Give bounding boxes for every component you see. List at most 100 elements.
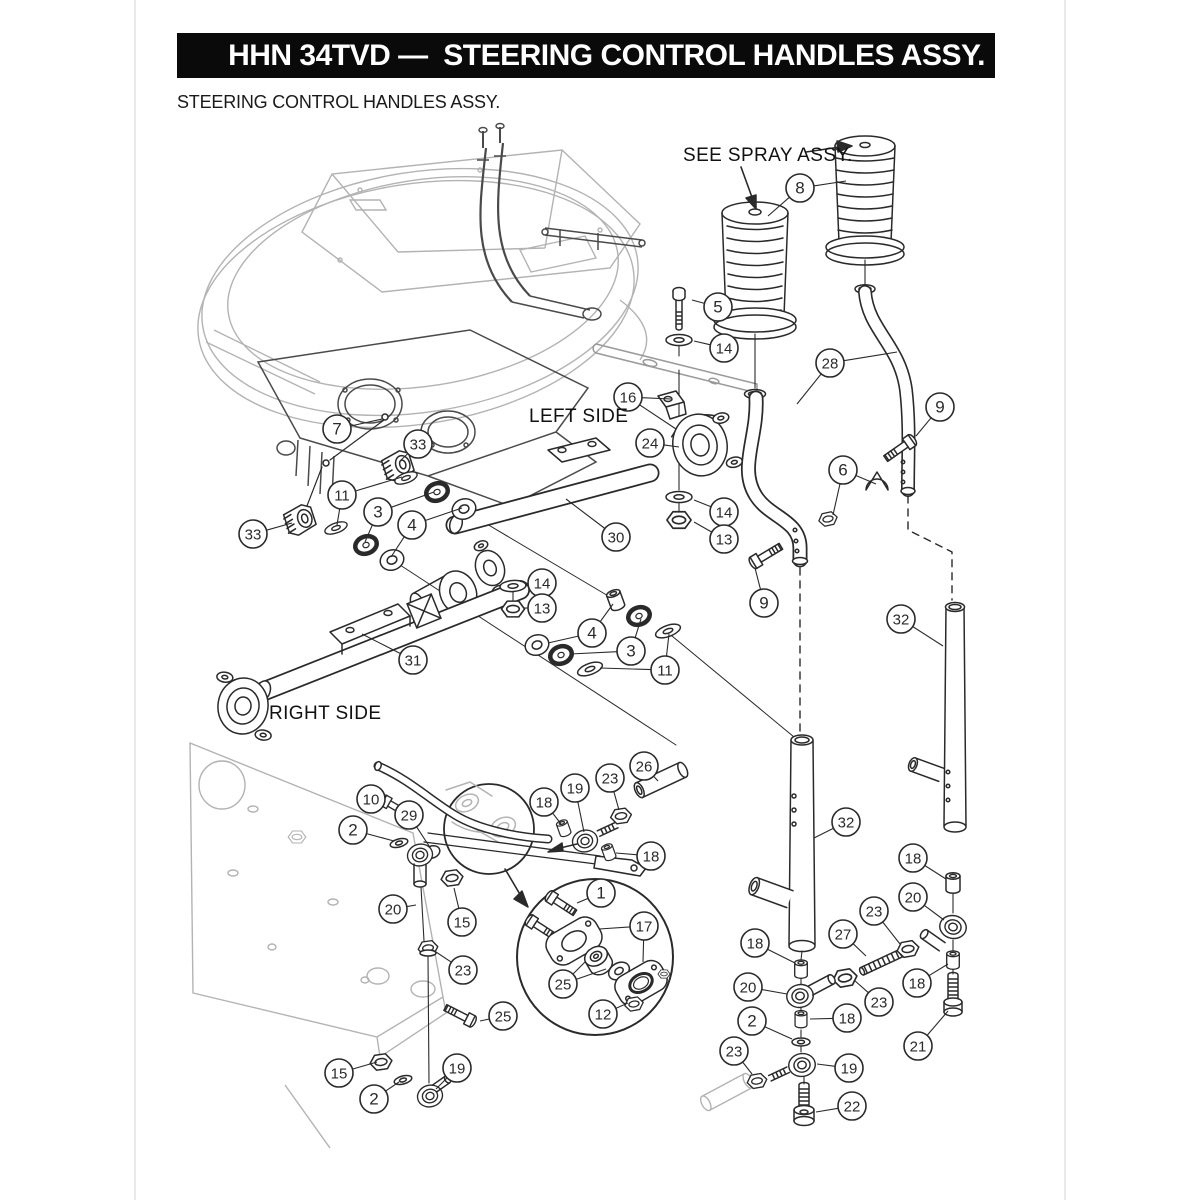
page-subtitle: STEERING CONTROL HANDLES ASSY.	[177, 92, 501, 112]
svg-text:6: 6	[838, 461, 847, 480]
svg-text:26: 26	[636, 759, 653, 776]
callout-23: 23	[853, 979, 894, 1017]
svg-text:31: 31	[405, 653, 422, 670]
tube-32-left	[748, 734, 816, 953]
callout-18: 18	[740, 928, 796, 964]
callout-18: 18	[615, 841, 666, 871]
callout-20: 20	[378, 894, 417, 924]
callout-3: 3	[569, 618, 646, 666]
callout-13: 13	[693, 521, 739, 554]
svg-text:3: 3	[626, 642, 635, 661]
svg-text:23: 23	[455, 963, 472, 980]
svg-text:18: 18	[747, 936, 764, 953]
callout-12: 12	[588, 999, 629, 1029]
callout-32: 32	[813, 807, 861, 839]
svg-text:32: 32	[838, 815, 855, 832]
svg-text:15: 15	[454, 915, 471, 932]
svg-text:18: 18	[909, 976, 926, 993]
svg-text:22: 22	[844, 1099, 861, 1116]
svg-text:2: 2	[369, 1090, 378, 1109]
callout-20: 20	[733, 972, 788, 1002]
bolt-22	[793, 1081, 815, 1127]
callout-22: 22	[815, 1091, 867, 1121]
callout-5: 5	[691, 292, 733, 322]
svg-text:4: 4	[587, 624, 596, 643]
callout-13: 13	[524, 593, 557, 623]
svg-text:27: 27	[835, 927, 852, 944]
callout-2: 2	[359, 1081, 400, 1114]
svg-text:7: 7	[332, 420, 341, 439]
svg-text:4: 4	[407, 516, 416, 535]
page-title: HHN 34TVD — STEERING CONTROL HANDLES ASS…	[177, 33, 995, 78]
svg-text:16: 16	[620, 390, 637, 407]
svg-text:9: 9	[935, 398, 944, 417]
callout-23: 23	[719, 1036, 753, 1075]
svg-text:3: 3	[373, 503, 382, 522]
callout-18: 18	[809, 1003, 862, 1033]
label-see-spray-assy: SEE SPRAY ASSY.	[683, 145, 853, 166]
callout-26: 26	[629, 751, 659, 782]
callout-15: 15	[447, 887, 477, 937]
svg-text:18: 18	[905, 851, 922, 868]
callout-33: 33	[399, 429, 433, 462]
callout-3: 3	[363, 491, 435, 543]
svg-text:23: 23	[871, 995, 888, 1012]
grip-left	[713, 201, 797, 400]
callout-14: 14	[693, 497, 739, 527]
callout-15: 15	[324, 1058, 378, 1088]
callout-4: 4	[547, 603, 614, 648]
callout-19: 19	[560, 773, 590, 833]
callout-4: 4	[390, 507, 463, 558]
bearing-31	[216, 671, 272, 741]
svg-text:13: 13	[534, 601, 551, 618]
svg-text:11: 11	[334, 488, 350, 505]
svg-text:10: 10	[363, 792, 380, 809]
svg-text:23: 23	[866, 904, 883, 921]
svg-text:33: 33	[245, 527, 262, 544]
callout-2: 2	[737, 1006, 793, 1040]
callout-28: 28	[796, 348, 898, 405]
svg-text:19: 19	[449, 1061, 466, 1078]
svg-text:20: 20	[905, 890, 922, 907]
svg-text:19: 19	[841, 1061, 858, 1078]
callout-10: 10	[356, 784, 386, 814]
pointer-arrows	[504, 140, 853, 908]
tube-26	[633, 761, 689, 799]
svg-text:19: 19	[567, 781, 584, 798]
callout-31: 31	[361, 633, 428, 675]
svg-text:18: 18	[643, 849, 660, 866]
svg-text:33: 33	[410, 437, 427, 454]
bolt-5	[672, 286, 686, 331]
callout-6: 6	[828, 455, 877, 516]
svg-text:13: 13	[716, 532, 733, 549]
callout-9: 9	[749, 567, 779, 618]
callout-32: 32	[886, 604, 944, 647]
callout-23: 23	[859, 896, 901, 945]
plug-6	[865, 471, 889, 491]
flange-17a	[545, 916, 603, 966]
tube-32-right	[907, 601, 967, 833]
svg-text:15: 15	[331, 1066, 348, 1083]
svg-text:18: 18	[536, 795, 553, 812]
svg-text:2: 2	[348, 821, 357, 840]
callout-23: 23	[432, 949, 478, 985]
callout-21: 21	[903, 1010, 949, 1061]
machine-overview	[189, 149, 755, 1149]
svg-text:25: 25	[555, 977, 572, 994]
callout-29: 29	[394, 800, 432, 850]
svg-text:18: 18	[839, 1011, 856, 1028]
svg-text:17: 17	[636, 919, 653, 936]
svg-text:14: 14	[716, 341, 733, 358]
callout-25: 25	[548, 961, 607, 999]
chassis-plate	[189, 741, 447, 1149]
svg-text:30: 30	[608, 530, 625, 547]
bracket-16	[657, 390, 687, 420]
svg-text:25: 25	[495, 1009, 512, 1026]
callout-20: 20	[898, 882, 945, 921]
svg-text:5: 5	[713, 298, 722, 317]
callout-11: 11	[327, 476, 403, 526]
page-edge-lines	[134, 0, 1066, 1200]
